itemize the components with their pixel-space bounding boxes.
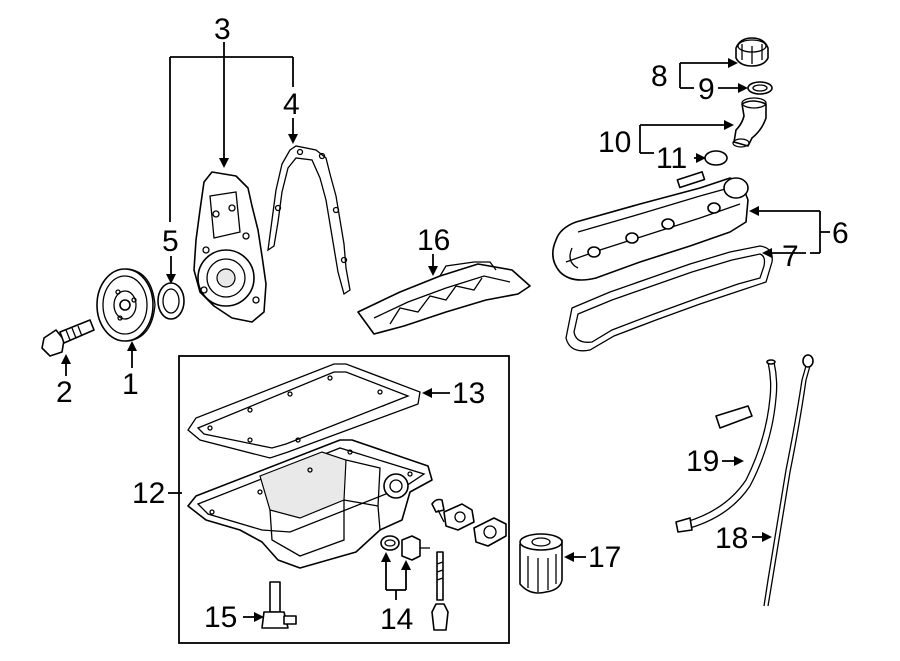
callout-3: 3	[169, 13, 294, 222]
callout-11-label: 11	[656, 142, 687, 175]
callout-12-label: 12	[132, 477, 165, 510]
callout-6: 6	[749, 206, 849, 254]
callout-19: 19	[686, 445, 744, 478]
callout-5: 5	[162, 225, 179, 284]
callout-9: 9	[698, 73, 748, 106]
part-19-dipstick-tube[interactable]	[675, 359, 778, 533]
callout-4-label: 4	[283, 88, 300, 121]
oil-pan-group-box	[178, 355, 510, 644]
callout-18: 18	[715, 522, 772, 555]
callout-15: 15	[204, 601, 264, 634]
callout-14-label: 14	[380, 603, 413, 636]
part-10-filler-tube[interactable]	[732, 97, 767, 148]
callout-4: 4	[283, 88, 300, 144]
callout-13-label: 13	[452, 377, 485, 410]
callout-14: 14	[380, 552, 413, 636]
part-12-oil-pan[interactable]	[187, 439, 433, 569]
fitting-cap[interactable]	[431, 498, 445, 523]
callout-8-label: 8	[651, 60, 668, 93]
part-17-oil-filter[interactable]	[519, 533, 563, 594]
callout-2-label: 2	[56, 376, 73, 409]
callout-19-label: 19	[686, 445, 719, 478]
part-6-valve-cover[interactable]	[552, 171, 749, 281]
part-1-pulley[interactable]	[96, 268, 156, 342]
part-11-seal[interactable]	[704, 150, 728, 166]
callout-17: 17	[564, 541, 621, 574]
part-3-timing-cover[interactable]	[193, 171, 267, 323]
part-2-bolt[interactable]	[41, 319, 95, 357]
callout-10-label: 10	[598, 126, 631, 159]
part-13-oil-pan-gasket[interactable]	[187, 363, 421, 459]
part-18-dipstick[interactable]	[763, 354, 814, 607]
fitting-adapter-2[interactable]	[473, 517, 507, 547]
callout-13: 13	[422, 377, 485, 410]
callout-10: 10	[598, 120, 734, 159]
part-15-sensor[interactable]	[261, 581, 297, 629]
callout-18-label: 18	[715, 522, 748, 555]
callout-5-label: 5	[162, 225, 179, 258]
callout-2: 2	[56, 354, 73, 409]
part-7-valve-cover-gasket[interactable]	[565, 245, 773, 352]
part-16-baffle[interactable]	[357, 261, 531, 335]
callout-7: 7	[762, 240, 806, 273]
callout-16: 16	[417, 224, 450, 276]
part-14-drain-plug[interactable]	[380, 535, 449, 631]
part-4-cover-gasket[interactable]	[267, 145, 351, 296]
fitting-adapter-1[interactable]	[443, 503, 475, 531]
callout-17-label: 17	[588, 541, 621, 574]
callout-8: 8	[651, 58, 738, 93]
callout-7-label: 7	[782, 240, 799, 273]
callout-3-label: 3	[214, 13, 231, 46]
callout-12: 12	[132, 477, 182, 510]
part-5-seal[interactable]	[157, 282, 185, 320]
callout-15-label: 15	[204, 601, 237, 634]
callout-11: 11	[656, 142, 706, 175]
callout-1: 1	[122, 341, 139, 401]
callout-6-label: 6	[832, 217, 849, 250]
callout-16-label: 16	[417, 224, 450, 257]
part-9-o-ring[interactable]	[747, 81, 773, 95]
callout-9-label: 9	[698, 73, 715, 106]
callout-1-label: 1	[122, 368, 139, 401]
part-8-filler-cap[interactable]	[735, 37, 769, 67]
